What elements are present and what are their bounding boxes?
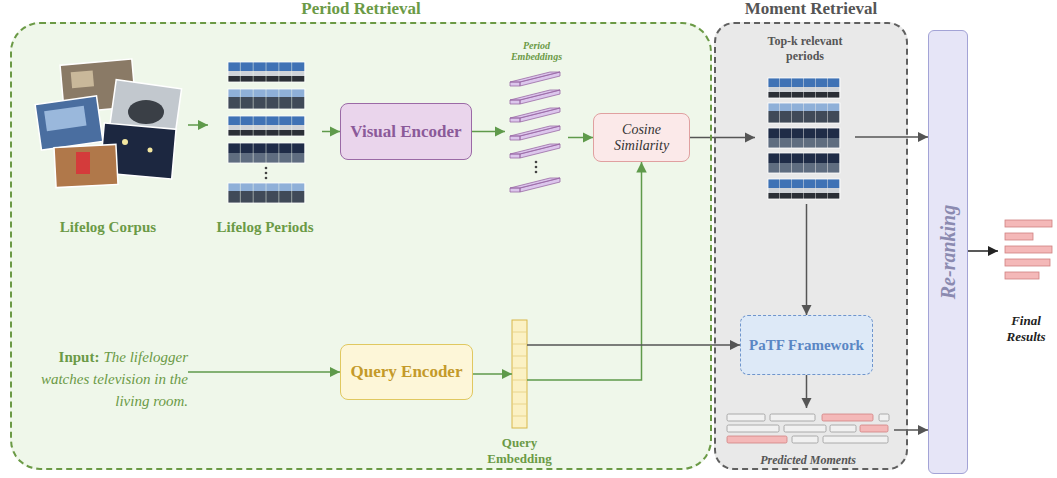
topk-figure: Top-k relevant periods (755, 34, 855, 204)
connector-arrow (855, 136, 928, 138)
topk-strips (768, 78, 840, 199)
input-query: Input:The lifelogger watches television … (40, 347, 188, 427)
node-label: Re-ranking (937, 205, 960, 299)
region-fill (714, 22, 908, 470)
ellipsis-dots (265, 161, 538, 180)
node-label: Query Encoder (351, 362, 463, 382)
query-embedding-bar (512, 320, 527, 428)
connector-arrow (473, 373, 512, 375)
node-label: Predicted Moments (760, 453, 856, 468)
connector-arrow (472, 131, 505, 133)
embeddings-figure: Period Embeddings (505, 40, 568, 195)
connector-arrow (690, 137, 755, 139)
periods-figure: Lifelog Periods (208, 55, 322, 240)
connector-arrow (527, 344, 740, 346)
node-label: Period Retrieval (12, 0, 710, 19)
node-label: PaTF Framework (749, 337, 864, 354)
region-panel: Moment RetrievalTop-k relevant periodsPa… (714, 22, 908, 470)
period-strips (228, 62, 305, 203)
connector-arrow (894, 429, 928, 431)
process-box: Visual Encoder (340, 103, 472, 160)
node-label: Lifelog Corpus (60, 219, 156, 236)
region-panel: Period RetrievalLifelog CorpusLifelog Pe… (10, 22, 712, 470)
node-label: Visual Encoder (350, 122, 461, 142)
embedding-bars (510, 72, 560, 192)
connector-arrow (568, 137, 593, 139)
process-box: Cosine Similarity (593, 113, 690, 162)
rerank-band: Re-ranking (928, 30, 968, 474)
node-label: Period Embeddings (505, 40, 568, 62)
final-bars (1005, 220, 1052, 279)
node-label: Cosine Similarity (602, 122, 681, 154)
node-label: Query Embedding (480, 435, 560, 468)
node-label: Final Results (998, 313, 1054, 345)
connector-arrow (968, 250, 998, 252)
node-label: Top-k relevant periods (755, 34, 855, 64)
node-label: Moment Retrieval (716, 0, 906, 19)
connector-arrow (527, 162, 642, 380)
connector-arrow (322, 131, 340, 133)
node-label: Input: (59, 349, 100, 365)
connector-arrow (188, 371, 340, 373)
region-fill (10, 22, 712, 470)
process-box: Query Encoder (340, 344, 473, 400)
moment-bars (727, 414, 889, 443)
moments-figure: Predicted Moments (722, 408, 894, 468)
corpus-photos (35, 59, 181, 188)
node-label: Lifelog Periods (216, 219, 313, 236)
embedding-vector: Query Embedding (512, 320, 527, 428)
corpus-figure: Lifelog Corpus (28, 55, 188, 240)
connector-arrow (806, 375, 808, 408)
results-figure: Final Results (998, 215, 1054, 345)
process-box: PaTF Framework (740, 315, 873, 375)
connector-arrow (806, 204, 808, 315)
connector-arrow (188, 124, 208, 126)
